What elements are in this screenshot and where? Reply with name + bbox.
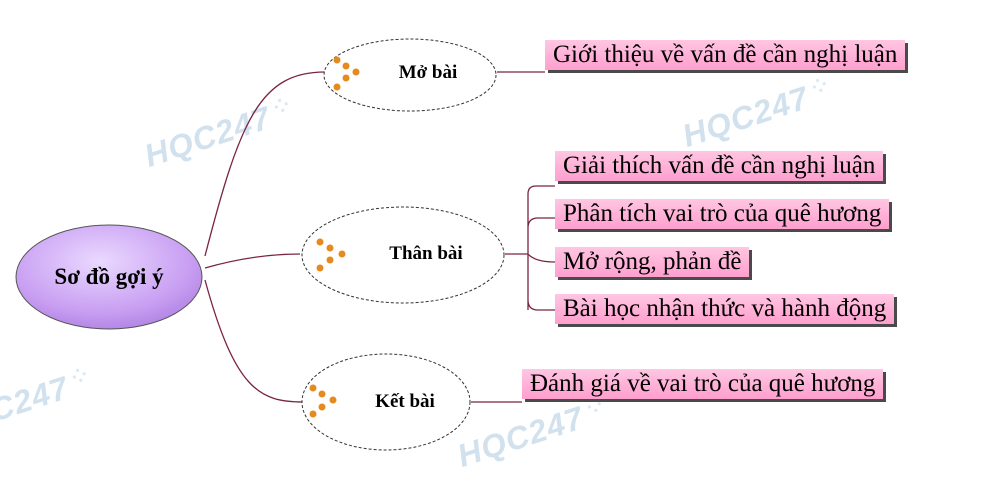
root-node xyxy=(15,224,203,330)
bullet-icon xyxy=(309,384,337,418)
connector-root-to-mo-bai xyxy=(204,71,326,257)
leaf-mo-bai-1: Giới thiệu về vấn đề cần nghị luận xyxy=(545,40,906,70)
section-label-ket-bai: Kết bài xyxy=(375,391,435,412)
bullet-icon xyxy=(333,56,360,91)
section-label-than-bai: Thân bài xyxy=(389,243,463,264)
leaf-than-bai-2: Phân tích vai trò của quê hương xyxy=(555,199,890,229)
root-label: Sơ đồ gợi ý xyxy=(54,264,164,289)
leaf-than-bai-1: Giải thích vấn đề cần nghị luận xyxy=(555,151,884,181)
connector-root-to-ket-bai xyxy=(204,279,304,403)
connector-than-bai-to-leaves xyxy=(505,185,556,311)
section-node-mo-bai xyxy=(323,38,497,112)
connector-root-to-than-bai xyxy=(204,253,301,269)
section-label-mo-bai: Mở bài xyxy=(398,62,458,83)
section-node-ket-bai xyxy=(301,353,471,451)
section-node-than-bai xyxy=(301,206,505,304)
leaf-than-bai-4: Bài học nhận thức và hành động xyxy=(555,294,895,324)
leaf-than-bai-3: Mở rộng, phản đề xyxy=(555,247,750,277)
bullet-icon xyxy=(316,238,346,272)
leaf-ket-bai-1: Đánh giá về vai trò của quê hương xyxy=(522,369,884,399)
